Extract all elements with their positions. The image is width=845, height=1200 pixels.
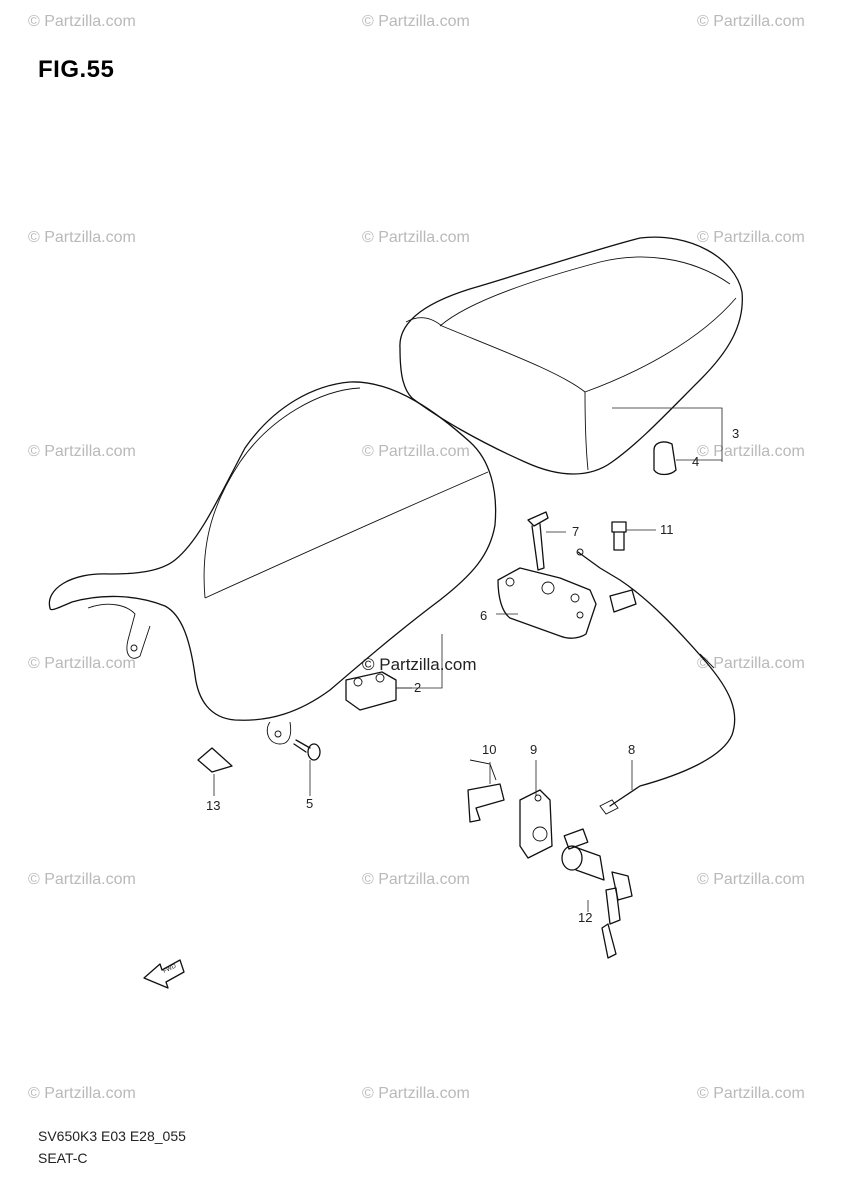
part-5-screw (293, 739, 321, 761)
watermark: © Partzilla.com (697, 871, 805, 888)
part-2-cushion (345, 671, 397, 711)
callout-10: 10 (482, 742, 496, 757)
leader-lines (213, 407, 723, 912)
watermark: © Partzilla.com (28, 1085, 136, 1102)
watermark: © Partzilla.com (697, 229, 805, 246)
callout-9: 9 (530, 742, 537, 757)
fwd-label: FWD (162, 963, 178, 974)
callout-3: 3 (732, 426, 739, 441)
watermark: © Partzilla.com (697, 655, 805, 672)
figure-name: SEAT-C (38, 1150, 88, 1166)
watermark: © Partzilla.com (28, 443, 136, 460)
watermark: © Partzilla.com (28, 229, 136, 246)
part-6-bracket (497, 567, 597, 639)
watermark: © Partzilla.com (362, 1085, 470, 1102)
part-8-seat-lock-cable (576, 548, 736, 815)
callout-11: 11 (660, 522, 674, 537)
watermark: © Partzilla.com (697, 1085, 805, 1102)
callout-4: 4 (692, 454, 699, 469)
callout-8: 8 (628, 742, 635, 757)
watermark: © Partzilla.com (28, 871, 136, 888)
watermark-grid: © Partzilla.com © Partzilla.com © Partzi… (28, 13, 805, 1102)
callout-12: 12 (578, 910, 592, 925)
part-13-label-sticker (197, 747, 233, 773)
fwd-arrow: FWD (143, 959, 185, 989)
watermark: © Partzilla.com (362, 443, 470, 460)
part-11-bolt (611, 521, 627, 551)
part-7-bolt (527, 511, 549, 571)
callout-2: 2 (414, 680, 421, 695)
rear-seat (399, 236, 743, 475)
part-4-cushion (653, 441, 677, 476)
callout-5: 5 (306, 796, 313, 811)
figure-title: FIG.55 (38, 56, 115, 83)
part-9-lock-bracket (519, 789, 553, 859)
watermark: © Partzilla.com (697, 13, 805, 30)
part-10-clip (467, 759, 505, 823)
watermark-center: © Partzilla.com (362, 655, 477, 674)
part-12-lock-set (561, 828, 633, 959)
watermark: © Partzilla.com (362, 229, 470, 246)
callout-7: 7 (572, 524, 579, 539)
watermark: © Partzilla.com (697, 443, 805, 460)
watermark: © Partzilla.com (28, 13, 136, 30)
callout-numbers: 2 3 4 5 6 7 8 9 10 11 12 13 (206, 426, 739, 925)
figure-code: SV650K3 E03 E28_055 (38, 1128, 186, 1144)
callout-6: 6 (480, 608, 487, 623)
front-seat (48, 381, 497, 745)
watermark: © Partzilla.com (362, 871, 470, 888)
watermark: © Partzilla.com (362, 13, 470, 30)
watermark: © Partzilla.com (28, 655, 136, 672)
callout-13: 13 (206, 798, 220, 813)
